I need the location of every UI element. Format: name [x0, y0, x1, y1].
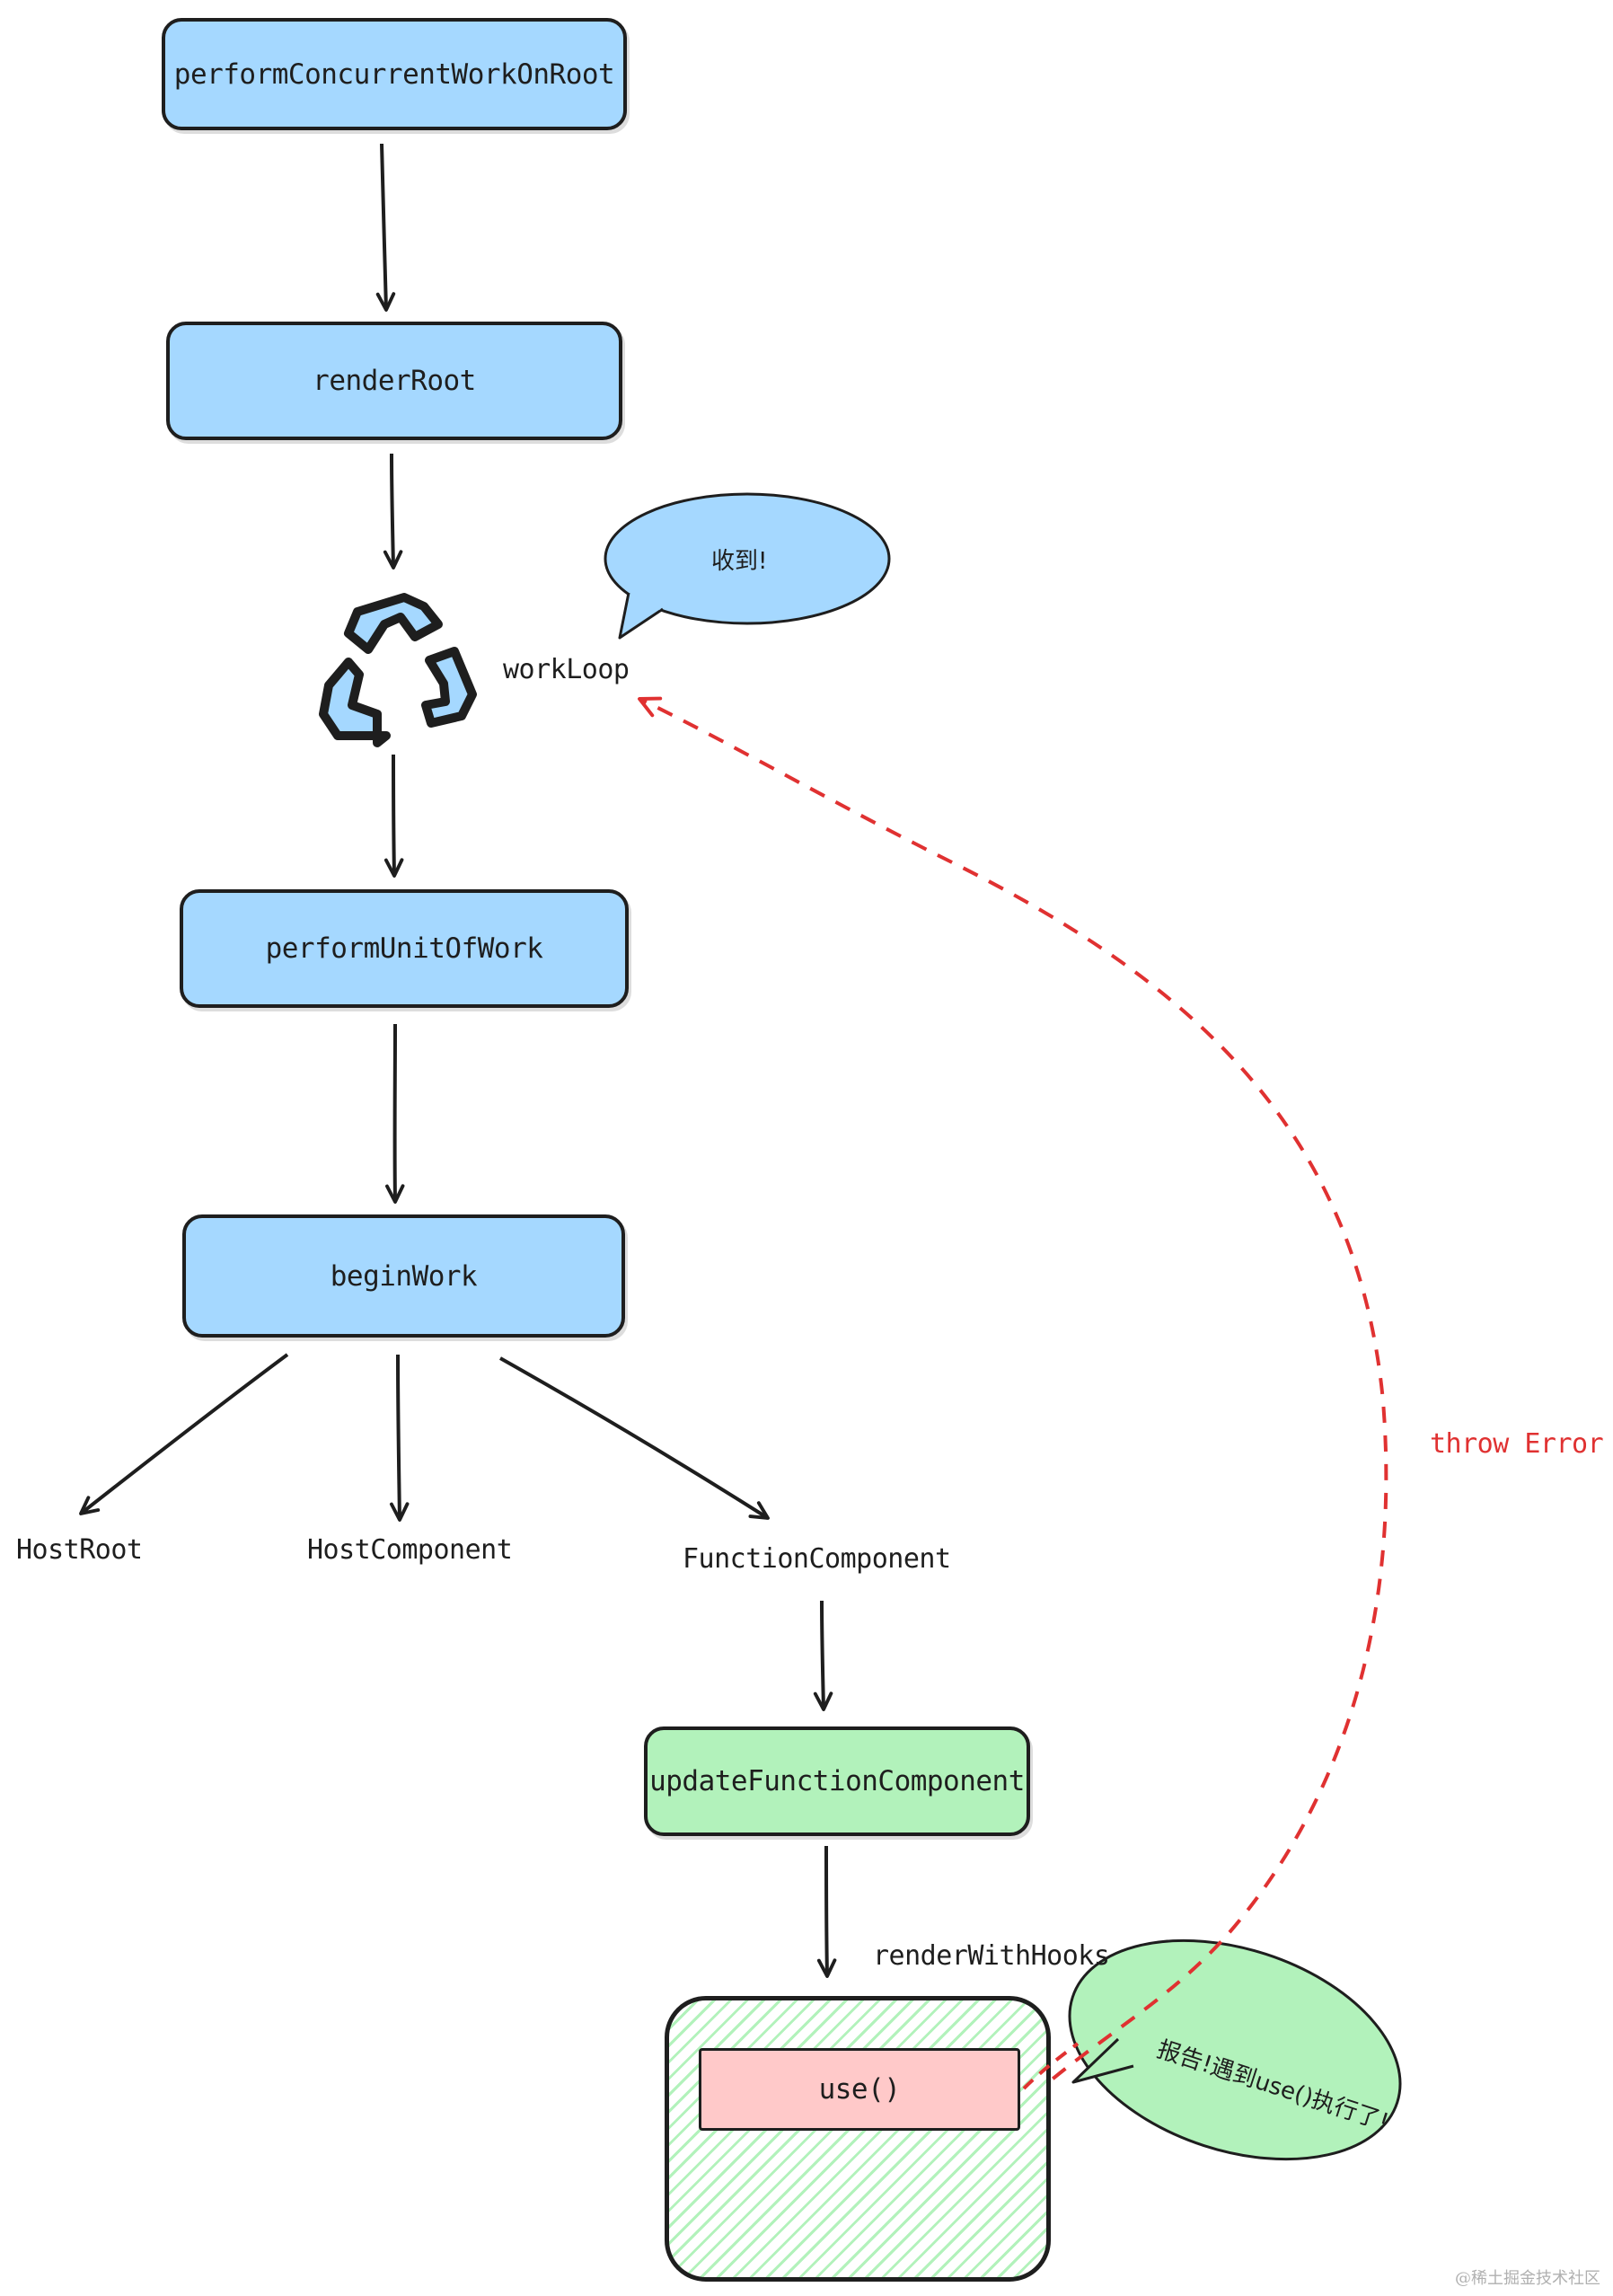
node-label: renderRoot: [313, 365, 476, 397]
label-work-loop: workLoop: [503, 654, 630, 685]
node-update-function-component: updateFunctionComponent: [644, 1726, 1030, 1836]
node-begin-work: beginWork: [182, 1214, 625, 1338]
node-render-root: renderRoot: [166, 322, 622, 440]
node-label: beginWork: [330, 1259, 478, 1293]
arrow-beginwork-to-hostroot: [79, 1353, 289, 1515]
recycle-icon: [319, 593, 477, 747]
node-perform-unit-of-work: performUnitOfWork: [180, 889, 629, 1008]
arrow-functioncomponent-to-update: [813, 1600, 833, 1711]
watermark: @稀土掘金技术社区: [1455, 2269, 1600, 2288]
speech-bubble-received: [604, 492, 891, 640]
label-function-component: FunctionComponent: [683, 1543, 951, 1575]
label-host-root: HostRoot: [16, 1534, 143, 1566]
speech-bubble-report: [1068, 1938, 1402, 2161]
node-label: performUnitOfWork: [265, 932, 543, 965]
arrow-update-to-renderwithhooks: [816, 1845, 837, 1978]
label-throw-error: throw Error: [1430, 1428, 1604, 1460]
node-use-call: use(): [699, 2048, 1020, 2131]
arrow-perform-to-renderroot: [375, 143, 396, 312]
node-label: updateFunctionComponent: [649, 1765, 1025, 1797]
arrow-workloop-to-performunit: [383, 754, 404, 878]
arrow-throw-error: [638, 696, 1388, 2099]
label-host-component: HostComponent: [307, 1534, 513, 1566]
node-label: performConcurrentWorkOnRoot: [173, 57, 615, 91]
arrow-beginwork-to-hostcomponent: [389, 1354, 410, 1522]
bubble-text-received: 收到!: [711, 548, 768, 575]
arrow-renderroot-to-workloop: [383, 453, 403, 570]
node-label: use(): [818, 2073, 901, 2106]
label-render-with-hooks: renderWithHooks: [873, 1940, 1110, 1972]
arrow-beginwork-to-functioncomponent: [499, 1356, 770, 1520]
node-perform-concurrent-work-on-root: performConcurrentWorkOnRoot: [162, 18, 627, 130]
render-with-hooks-container: [665, 1996, 1051, 2282]
